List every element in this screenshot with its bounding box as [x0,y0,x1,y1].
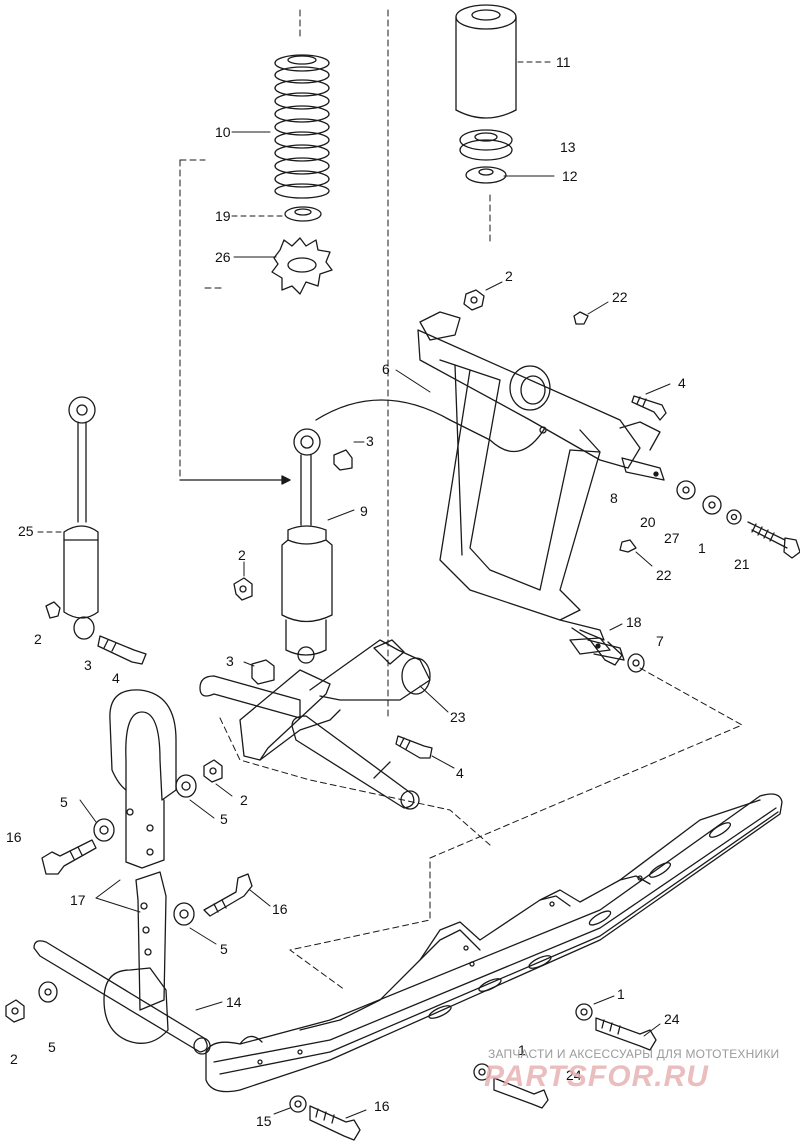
washer-1-upper [726,509,742,525]
bolt-24-a [595,1017,657,1051]
callout-20: 20 [640,514,656,530]
bushing-3-upper [333,449,353,471]
callout-22-top: 22 [612,289,628,305]
coil-spring-10 [274,54,330,199]
shock-absorber-9 [281,399,546,664]
callout-11: 11 [556,54,571,70]
bolt-21 [747,521,800,559]
bolt-4-right [631,395,667,421]
callout-17: 17 [70,892,86,908]
washer-1-rail-a [575,1003,593,1021]
callout-10: 10 [215,124,231,140]
spring-seat-19 [284,206,322,222]
callout-2-bottom: 2 [10,1051,18,1067]
callout-24-a: 24 [664,1011,680,1027]
callout-3-lower: 3 [226,653,234,669]
slide-rail [205,793,783,1093]
callout-7: 7 [656,633,664,649]
callout-19: 19 [215,208,231,224]
callout-4-left: 4 [112,670,120,686]
nut-2-top [463,289,485,311]
cup-13 [459,129,513,161]
washer-5-b [93,818,115,842]
bracket-17-lower [103,871,169,1044]
bolt-16-mid [203,873,253,917]
shaft-8 [621,457,665,481]
washer-5-d [38,981,58,1003]
callout-14: 14 [226,994,242,1010]
arrow-to-shock [179,475,291,485]
washer-15 [289,1095,307,1113]
callout-4-right: 4 [678,375,686,391]
leader-lines [37,61,671,1119]
callout-23: 23 [450,709,466,725]
callout-22-lower: 22 [656,567,672,583]
callout-1-upper: 1 [698,540,706,556]
callout-18: 18 [626,614,642,630]
callout-4-lower: 4 [456,765,464,781]
link-arm-23 [199,639,431,810]
bushing-3-lower [251,659,275,685]
nut-2-mid [233,577,253,601]
callout-8: 8 [610,490,618,506]
callout-25: 25 [18,523,34,539]
bolt-16-left [41,839,97,875]
fitting-22-lower [619,539,637,553]
callout-3-left: 3 [84,657,92,673]
callout-3-upper: 3 [366,433,374,449]
swing-arm-6 [417,311,661,666]
nut-2-left [45,601,61,619]
bracket-17-upper [109,689,177,869]
callout-26: 26 [215,249,231,265]
bolt-24-b [493,1077,549,1109]
nut-2-bottom [5,999,25,1023]
washer-5-a [175,774,197,798]
callout-15: 15 [256,1113,272,1129]
washer-12 [465,166,507,184]
callout-27: 27 [664,530,680,546]
callout-21: 21 [734,556,750,572]
watermark-caption: ЗАПЧАСТИ И АКСЕССУАРЫ ДЛЯ МОТОТЕХНИКИ [488,1047,780,1061]
callout-2-bracket: 2 [240,792,248,808]
callout-16-mid: 16 [272,901,288,917]
callout-2-left: 2 [34,631,42,647]
bolt-4-left [97,635,147,665]
axle-14 [33,940,211,1055]
callout-12: 12 [562,168,578,184]
washer-7 [627,653,645,673]
guide-lines [179,9,743,991]
callout-1-rail-a: 1 [617,986,625,1002]
callout-13: 13 [560,139,576,155]
callout-5-d: 5 [48,1039,56,1055]
washer-20 [676,480,696,500]
washer-27 [702,495,722,515]
callout-9: 9 [360,503,368,519]
callout-5-b: 5 [220,811,228,827]
callout-2-top: 2 [505,268,513,284]
callout-16-bottom: 16 [374,1098,390,1114]
washer-1-rail-b [473,1063,491,1081]
callout-5-a: 5 [60,794,68,810]
shock-absorber-25 [63,396,99,640]
washer-5-c [173,902,195,926]
shaft-18 [569,637,625,661]
bolt-4-lower [395,735,433,759]
callout-2-mid: 2 [238,547,246,563]
callout-24-b: 24 [566,1067,582,1083]
callout-1-rail-b: 1 [518,1042,526,1058]
callout-6: 6 [382,361,390,377]
callout-16-left: 16 [6,829,22,845]
bump-stop-11 [455,4,517,119]
nut-2-bracket [203,759,223,783]
fitting-22-upper [573,311,589,325]
watermark-logo: PARTSFOR.RU [484,1060,709,1093]
callout-5-c: 5 [220,941,228,957]
adjuster-nut-26 [271,237,333,295]
bolt-16-bottom [309,1105,361,1141]
